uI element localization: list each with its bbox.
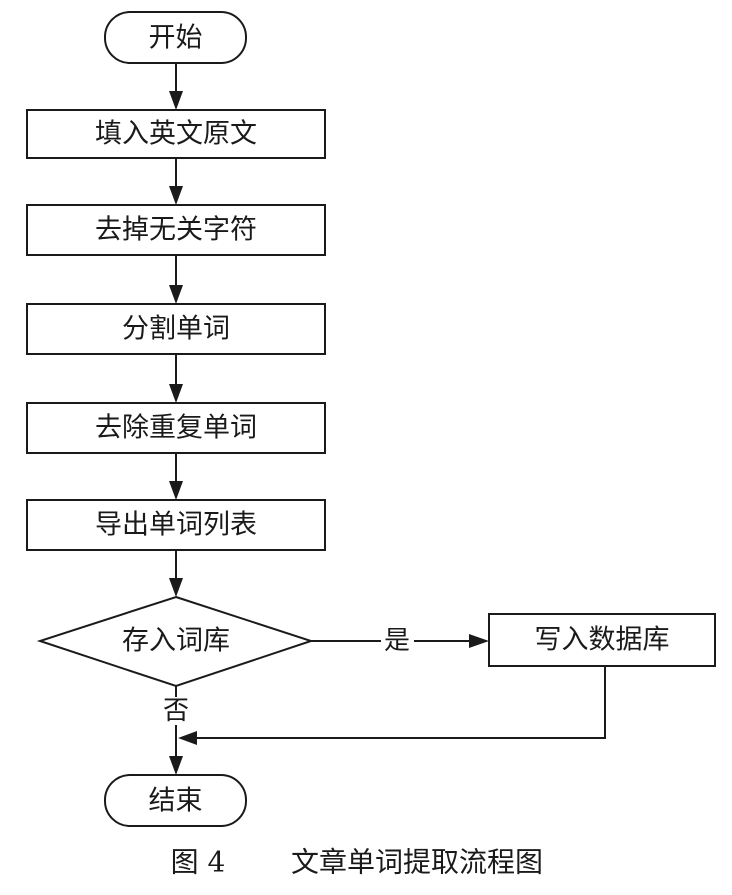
figure-number: 图 4 xyxy=(171,846,226,879)
step-4-label: 去除重复单词 xyxy=(95,413,257,444)
process-step-2: 去掉无关字符 xyxy=(26,204,326,256)
start-node: 开始 xyxy=(104,11,247,64)
process-box-write-database xyxy=(488,613,716,667)
end-terminator-shape xyxy=(104,774,247,827)
decision-node: 存入词库 xyxy=(36,595,315,688)
arrowhead xyxy=(169,91,183,110)
process-box-5 xyxy=(26,499,326,551)
process-step-5: 导出单词列表 xyxy=(26,499,326,551)
arrow-start-to-step-1 xyxy=(169,63,183,110)
yes-action-label: 写入数据库 xyxy=(535,625,670,656)
process-box-4 xyxy=(26,402,326,454)
figure-caption: 图 4 文章单词提取流程图 xyxy=(171,846,543,879)
no-branch-label: 否 xyxy=(163,696,189,726)
arrowhead xyxy=(169,384,183,403)
arrowhead xyxy=(169,186,183,205)
arrowhead xyxy=(169,285,183,304)
process-box-1 xyxy=(26,109,326,159)
step-3-label: 分割单词 xyxy=(122,314,230,345)
arrow-decision-no: 否 xyxy=(163,686,189,775)
yes-branch-label: 是 xyxy=(384,626,410,656)
process-step-3: 分割单词 xyxy=(26,303,326,355)
figure-title: 文章单词提取流程图 xyxy=(291,846,543,879)
decision-label: 存入词库 xyxy=(122,626,230,657)
step-1-label: 填入英文原文 xyxy=(95,119,257,150)
arrowhead xyxy=(169,481,183,500)
process-step-1: 填入英文原文 xyxy=(26,109,326,159)
process-box-3 xyxy=(26,303,326,355)
arrow-step-3-to-step-4 xyxy=(169,354,183,403)
arrow-decision-yes: 是 xyxy=(311,626,489,656)
arrow-step-5-to-decision xyxy=(169,550,183,597)
arrow-step-1-to-step-2 xyxy=(169,158,183,205)
arrowhead xyxy=(178,731,197,745)
step-5-label: 导出单词列表 xyxy=(95,510,257,541)
step-2-label: 去掉无关字符 xyxy=(95,215,257,246)
arrowhead xyxy=(169,578,183,597)
process-step-4: 去除重复单词 xyxy=(26,402,326,454)
arrowhead xyxy=(469,634,489,648)
arrow-step-2-to-step-3 xyxy=(169,255,183,304)
start-label: 开始 xyxy=(149,23,203,54)
arrowhead xyxy=(169,756,183,775)
end-label: 结束 xyxy=(149,786,203,817)
process-write-database: 写入数据库 xyxy=(488,613,716,667)
arrow-step-4-to-step-5 xyxy=(169,453,183,500)
end-node: 结束 xyxy=(104,774,247,827)
arrow-write-database-to-merge xyxy=(178,666,606,745)
